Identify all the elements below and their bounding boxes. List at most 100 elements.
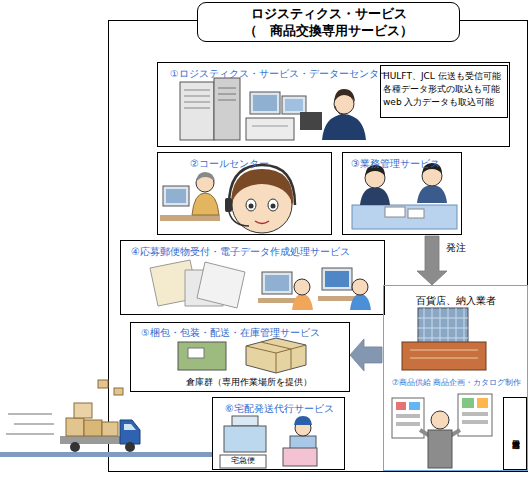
data-center-illustration (252, 126, 288, 127)
delivery-illustration (232, 416, 258, 426)
box-heading: ④応募郵便物受付・電子データ作成処理サービス (131, 245, 381, 258)
call-center-illustration (196, 172, 215, 182)
parcel-illustration (178, 338, 306, 373)
call-center-illustration (192, 193, 219, 215)
box-heading: 専用営業担当窓口 (504, 398, 526, 469)
call-center-illustration (225, 198, 232, 212)
data-center-illustration (214, 78, 240, 140)
catalog-illustration (392, 394, 492, 468)
outer-frame (109, 21, 528, 472)
data-center-illustration (285, 99, 303, 111)
data-center-illustration (218, 88, 236, 100)
service-box: ①ロジスティクス・サービス・データーセンターHULFT、JCL 伝送も受信可能 … (157, 62, 510, 147)
truck-illustration (6, 380, 140, 452)
mail-processing-illustration (265, 275, 289, 291)
truck-illustration (84, 420, 102, 436)
call-center-illustration (246, 199, 256, 211)
data-center-illustration (184, 90, 210, 108)
service-box: ③業務管理サービス (342, 152, 462, 235)
service-box: 百貨店、納入業者 ⑦商品供給 商品企画・カタログ制作専用営業担当窓口 (383, 285, 528, 471)
catalog-illustration (462, 412, 488, 416)
box-heading: ⑤梱包・包装・配送・在庫管理サービス (141, 327, 346, 339)
mail-processing-illustration (352, 279, 368, 295)
truck-illustration (66, 418, 84, 436)
box-heading: ②コールセンター (190, 157, 320, 170)
data-center-illustration (300, 112, 322, 130)
data-center-illustration (335, 106, 343, 115)
data-center-illustration (322, 114, 366, 140)
note-box: 専用営業担当窓口 (503, 397, 527, 470)
management-illustration (352, 205, 457, 229)
service-box: ④応募郵便物受付・電子データ作成処理サービス (120, 240, 385, 315)
call-center-illustration (160, 215, 220, 221)
truck-illustration (70, 442, 80, 452)
box-text: ⑦商品供給 商品企画・カタログ制作 (387, 378, 526, 388)
delivery-illustration (283, 448, 317, 466)
mail-processing-illustration (322, 268, 352, 290)
catalog-illustration (462, 420, 488, 424)
catalog-illustration (409, 402, 420, 410)
mail-processing-illustration (197, 262, 245, 308)
call-center-illustration (268, 199, 278, 211)
mail-processing-illustration (258, 298, 298, 303)
truck-illustration (124, 424, 136, 430)
data-center-illustration (334, 89, 355, 102)
mail-processing-illustration (325, 271, 349, 287)
management-illustration (385, 207, 405, 217)
data-center-illustration (180, 78, 366, 140)
mail-processing-illustration (150, 260, 371, 310)
call-center-illustration (229, 165, 295, 205)
service-box: ②コールセンター (157, 152, 332, 235)
catalog-illustration (428, 430, 452, 468)
catalog-illustration (396, 414, 420, 418)
truck-illustration (98, 380, 108, 388)
department-store-illustration (402, 308, 486, 370)
catalog-illustration (396, 402, 406, 410)
box-heading: 百貨店、納入業者 (384, 294, 527, 307)
road (0, 452, 212, 457)
truck-illustration (125, 442, 135, 452)
box-heading: ①ロジスティクス・サービス・データーセンター (170, 68, 392, 80)
note-box: HULFT、JCL 伝送も受信可能 各種データ形式の取込も可能 web 入力デー… (380, 65, 508, 118)
edge-label: 発注 (446, 241, 466, 255)
catalog-illustration (392, 398, 424, 438)
flow-arrow (350, 339, 382, 371)
truck-illustration (60, 436, 122, 444)
call-center-illustration (255, 221, 269, 224)
management-illustration (352, 163, 457, 229)
management-illustration (408, 209, 424, 218)
parcel-illustration (178, 342, 226, 370)
call-center-illustration (160, 165, 295, 233)
road (0, 452, 212, 457)
call-center-illustration (229, 212, 249, 226)
diagram-title: ロジスティクス・サービス （ 商品交換専用サービス） (197, 2, 460, 42)
box-text: 倉庫群（専用作業場所を提供） (186, 377, 346, 388)
parcel-illustration (246, 338, 306, 373)
parcel-illustration (188, 348, 204, 358)
catalog-illustration (462, 398, 474, 408)
truck-illustration (120, 420, 140, 444)
box-heading: ⑥宅配発送代行サービス (225, 402, 343, 415)
call-center-illustration (271, 204, 276, 209)
delivery-illustration (220, 416, 317, 468)
department-store-illustration (410, 350, 478, 358)
box-heading: ③業務管理サービス (351, 157, 461, 170)
management-illustration (360, 187, 390, 205)
data-center-illustration (253, 95, 277, 111)
truck-illustration (114, 388, 123, 395)
data-center-illustration (246, 118, 294, 140)
outer-frame (109, 21, 528, 472)
call-center-illustration (231, 169, 293, 205)
catalog-illustration (431, 411, 449, 429)
service-box: ⑤梱包・包装・配送・在庫管理サービス倉庫群（専用作業場所を提供） (130, 322, 350, 392)
mail-processing-illustration (318, 296, 358, 301)
box-heading: HULFT、JCL 伝送も受信可能 各種データ形式の取込も可能 web 入力デー… (383, 70, 505, 109)
truck-illustration (102, 422, 118, 436)
truck-illustration (6, 414, 54, 434)
data-center-illustration (282, 96, 306, 114)
data-center-illustration (250, 92, 280, 114)
truck-illustration (74, 403, 92, 418)
data-center-illustration (180, 82, 214, 140)
